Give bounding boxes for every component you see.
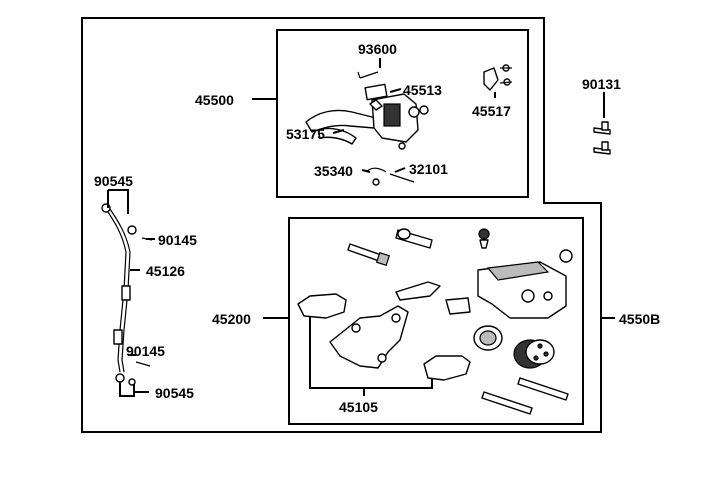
label-93600: 93600 (358, 41, 397, 57)
label-35340: 35340 (314, 163, 353, 179)
outer-frame (81, 17, 602, 433)
label-45500: 45500 (195, 92, 234, 108)
label-45126: 45126 (146, 263, 185, 279)
label-90145-bottom: 90145 (126, 343, 165, 359)
label-53175: 53175 (286, 126, 325, 142)
label-45105: 45105 (339, 399, 378, 415)
leader-lines (107, 58, 615, 397)
label-90545-top: 90545 (94, 173, 133, 189)
label-45513: 45513 (403, 82, 442, 98)
label-90131: 90131 (582, 76, 621, 92)
label-45200: 45200 (212, 311, 251, 327)
caliper-assembly (297, 228, 573, 415)
label-90145-top: 90145 (158, 232, 197, 248)
bolts-90131 (593, 121, 611, 155)
brake-lever-assembly (305, 64, 513, 186)
caliper-frame (288, 217, 584, 425)
label-4550B: 4550B (619, 311, 660, 327)
label-32101: 32101 (409, 161, 448, 177)
label-90545-bottom: 90545 (155, 385, 194, 401)
label-45517: 45517 (472, 103, 511, 119)
part-labels: 93600 45513 45517 45500 53175 35340 3210… (94, 41, 660, 415)
master-cylinder-frame (276, 29, 529, 198)
